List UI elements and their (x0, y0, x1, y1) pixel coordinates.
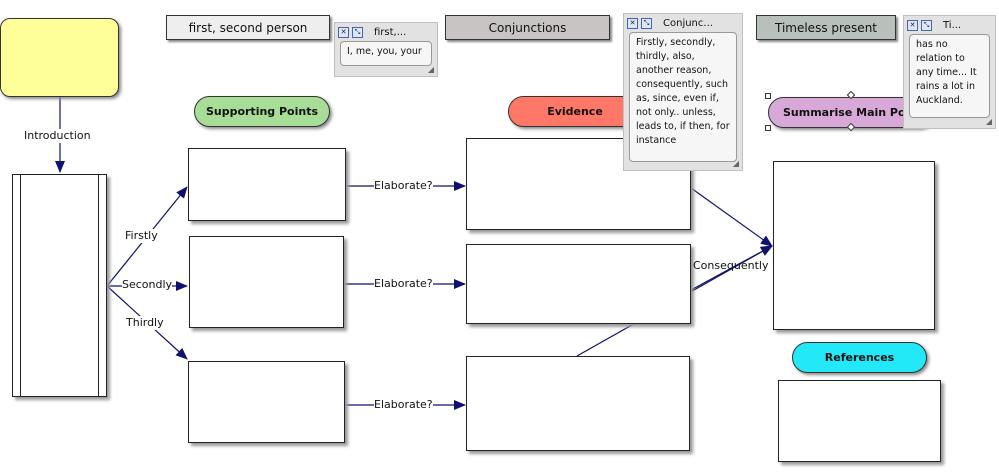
resize-icon[interactable]: ⤡ (641, 17, 652, 29)
resize-icon[interactable]: ⤡ (921, 19, 932, 31)
essay-body-divider-left (20, 175, 21, 396)
person-note-body: I, me, you, your (340, 41, 432, 66)
selection-handle-bl[interactable] (765, 125, 771, 131)
first-second-person-button[interactable]: first, second person (166, 15, 330, 40)
supporting-point-1-box[interactable] (188, 148, 346, 221)
firstly-label: Firstly (125, 229, 158, 243)
selection-handle-tl[interactable] (765, 93, 771, 99)
references-box[interactable] (778, 380, 941, 462)
person-note[interactable]: ✕ ⤡ first,... I, me, you, your ◢ (334, 22, 438, 77)
supporting-points-heading[interactable]: Supporting Points (194, 96, 330, 127)
references-heading[interactable]: References (792, 342, 927, 373)
consequently-label: Consequently (693, 259, 769, 272)
thirdly-label: Thirdly (126, 316, 164, 330)
resize-icon[interactable]: ⤡ (352, 26, 363, 38)
timeless-note-body: has no relation to any time... It rains … (909, 34, 990, 118)
essay-body-divider-right (98, 175, 99, 396)
conjunctions-button[interactable]: Conjunctions (445, 15, 610, 40)
summary-box[interactable] (773, 161, 935, 330)
introduction-box[interactable] (0, 18, 119, 97)
resize-grip-icon[interactable]: ◢ (732, 159, 739, 168)
close-icon[interactable]: ✕ (338, 26, 349, 38)
summarise-main-points-text: Summarise Main Points (783, 106, 929, 119)
close-icon[interactable]: ✕ (907, 19, 918, 31)
essay-body-box[interactable] (12, 174, 107, 397)
evidence-heading[interactable]: Evidence (508, 96, 642, 127)
elaborate-label-3: Elaborate? (374, 398, 433, 412)
supporting-point-2-box[interactable] (189, 236, 344, 328)
supporting-point-3-box[interactable] (188, 361, 345, 443)
conjunctions-note[interactable]: ✕ ⤡ Conjunc... Firstly, secondly, thirdl… (623, 13, 743, 171)
timeless-note[interactable]: ✕ ⤡ Ti... has no relation to any time...… (903, 15, 996, 129)
conjunctions-note-header: ✕ ⤡ Conjunc... (627, 16, 739, 30)
conjunctions-note-body: Firstly, secondly, thirdly, also, anothe… (629, 32, 737, 162)
elaborate-label-2: Elaborate? (374, 277, 433, 291)
timeless-present-button[interactable]: Timeless present (756, 15, 896, 40)
timeless-note-title: Ti... (943, 19, 962, 31)
resize-grip-icon[interactable]: ◢ (427, 65, 434, 74)
arrow-evidence-1-summary (690, 187, 773, 247)
evidence-3-box[interactable] (466, 356, 690, 451)
resize-grip-icon[interactable]: ◢ (985, 117, 992, 126)
evidence-2-box[interactable] (466, 244, 691, 324)
conjunctions-note-title: Conjunc... (663, 17, 713, 29)
secondly-label: Secondly (122, 278, 173, 292)
introduction-label: Introduction (24, 129, 91, 143)
person-note-title: first,... (374, 26, 407, 38)
timeless-note-header: ✕ ⤡ Ti... (907, 18, 992, 32)
close-icon[interactable]: ✕ (627, 17, 638, 29)
person-note-header: ✕ ⤡ first,... (338, 25, 434, 39)
elaborate-label-1: Elaborate? (374, 179, 433, 193)
